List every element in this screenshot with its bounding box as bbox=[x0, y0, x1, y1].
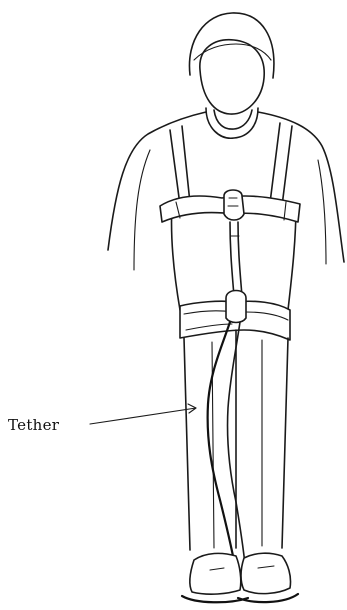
head bbox=[200, 40, 264, 114]
feet bbox=[182, 553, 298, 602]
helmet bbox=[189, 13, 273, 78]
arms bbox=[108, 112, 344, 270]
collar bbox=[206, 108, 258, 138]
chest-buckle bbox=[224, 190, 244, 220]
tether-label: Tether bbox=[8, 416, 60, 434]
tether-callout: Tether bbox=[8, 404, 196, 434]
legs bbox=[184, 330, 288, 550]
waist-buckle bbox=[226, 291, 246, 323]
upper-tether-line bbox=[230, 222, 242, 296]
